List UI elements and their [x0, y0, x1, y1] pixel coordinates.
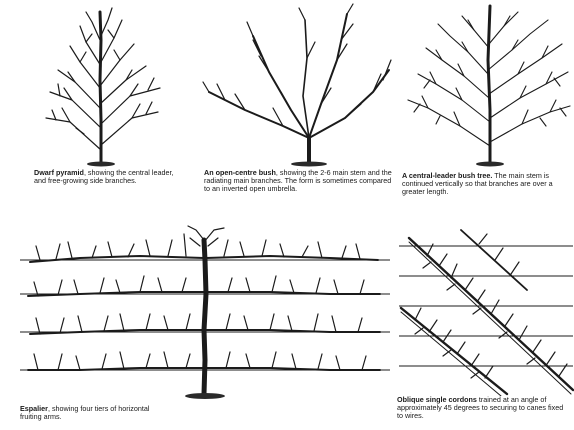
figure-oblique-cordons: Oblique single cordons trained at an ang… [395, 228, 574, 430]
open-centre-bush-caption: An open-centre bush, showing the 2-6 mai… [204, 169, 394, 194]
espalier-caption: Espalier, showing four tiers of horizont… [20, 405, 160, 421]
figure-central-leader-bush: A central-leader bush tree. The main ste… [400, 0, 574, 200]
central-leader-bush-illustration [400, 0, 574, 200]
figure-espalier: Espalier, showing four tiers of horizont… [0, 210, 395, 430]
espalier-illustration [0, 210, 395, 400]
oblique-cordons-illustration [395, 228, 574, 396]
central-leader-bush-caption: A central-leader bush tree. The main ste… [402, 172, 572, 197]
cordon-wires [399, 246, 573, 366]
figure-dwarf-pyramid: Dwarf pyramid, showing the central leade… [0, 0, 190, 200]
figure-open-centre-bush: An open-centre bush, showing the 2-6 mai… [195, 0, 400, 220]
oblique-cordons-caption: Oblique single cordons trained at an ang… [397, 396, 569, 421]
dwarf-pyramid-caption: Dwarf pyramid, showing the central leade… [34, 169, 184, 185]
